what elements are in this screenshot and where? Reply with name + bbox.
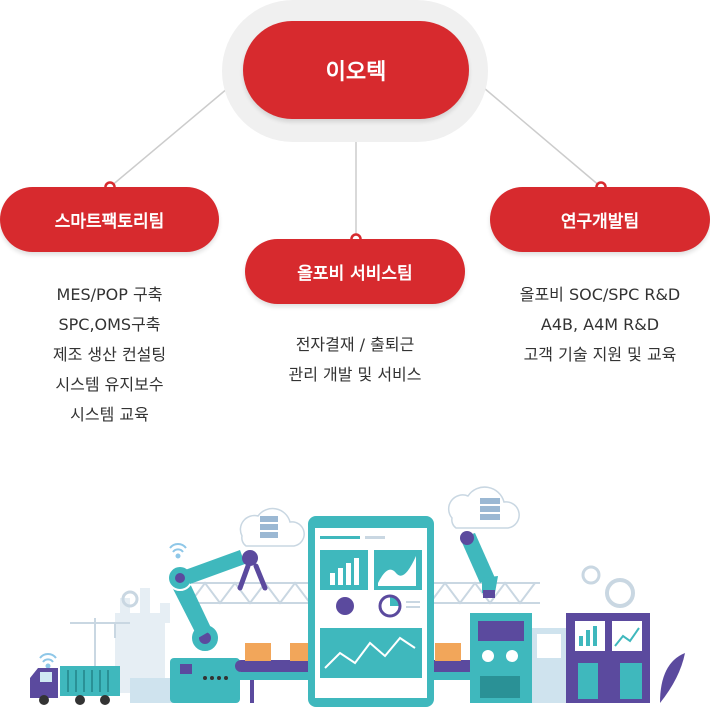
team-node-label: 연구개발팀 [560,212,640,232]
robot-arm-icon [167,550,268,703]
wifi-icon [39,653,57,669]
team-description-rnd: 올포비 SOC/SPC R&D A4B, A4M R&D 고객 기술 지원 및 … [490,280,710,370]
team-node-allforb-service: 올포비 서비스팀 [245,239,465,304]
team-node-rnd: 연구개발팀 [490,187,710,252]
team-node-label: 스마트팩토리팀 [54,212,165,232]
wifi-icon [169,543,187,559]
machine-icon [566,613,650,703]
plant-icon [660,653,685,703]
cloud-server-icon [239,507,305,547]
cloud-server-icon [447,486,520,529]
gear-icon [581,565,601,585]
team-node-label: 올포비 서비스팀 [297,264,413,284]
machine-icon [532,628,566,703]
robot-arm-icon [460,531,498,598]
team-description-allforb-service: 전자결재 / 출퇴근 관리 개발 및 서비스 [245,330,465,390]
gear-icon [121,590,139,608]
team-description-smart-factory: MES/POP 구축 SPC,OMS구축 제조 생산 컨설팅 시스템 유지보수 … [0,280,219,430]
machine-icon [470,613,532,703]
smart-factory-illustration [30,486,685,707]
description-item: SPC,OMS구축 [58,315,161,334]
truck-icon [30,666,120,705]
description-item: 시스템 유지보수 [55,375,164,394]
description-item: 시스템 교육 [70,405,149,424]
description-item: 고객 기술 지원 및 교육 [523,345,677,364]
description-item: 올포비 SOC/SPC R&D [519,285,681,304]
description-item: 관리 개발 및 서비스 [288,365,422,384]
description-item: 제조 생산 컨설팅 [52,345,167,364]
description-item: MES/POP 구축 [56,285,163,304]
tablet-dashboard-icon [308,516,434,707]
gear-icon [605,578,635,608]
root-node: 이오텍 [243,21,469,119]
root-node-label: 이오텍 [325,60,387,85]
team-node-smart-factory: 스마트팩토리팀 [0,187,219,252]
description-item: 전자결재 / 출퇴근 [295,335,415,354]
description-item: A4B, A4M R&D [540,315,660,334]
